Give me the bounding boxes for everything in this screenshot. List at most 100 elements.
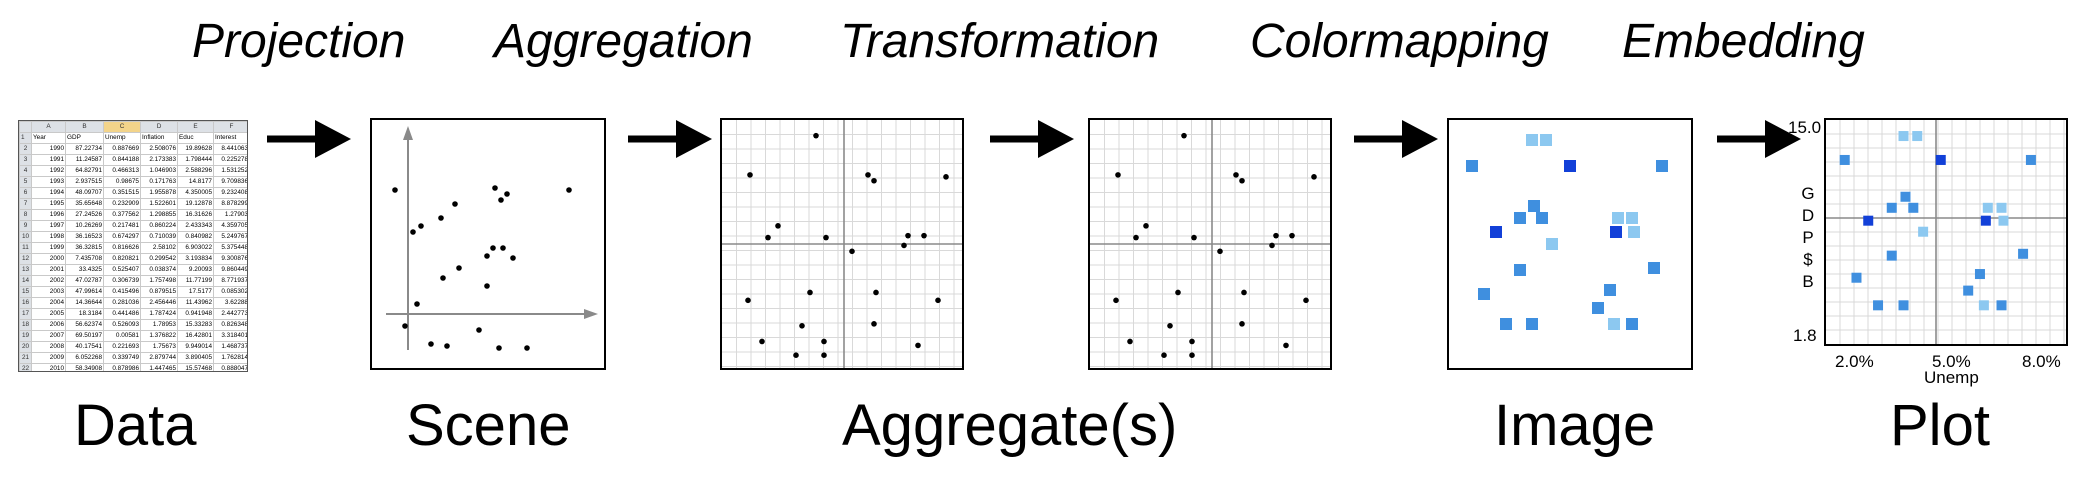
image-pixel: [1564, 160, 1576, 172]
data-cell: 15.33283: [177, 319, 214, 331]
aggregate-point: [901, 242, 907, 249]
scene-point: [456, 265, 462, 271]
data-cell: 0.816626: [103, 242, 141, 254]
data-cell: 1.522601: [140, 198, 178, 210]
plot-pixel: [1863, 215, 1874, 226]
aggregate-point: [1241, 289, 1247, 296]
data-cell: 0.351515: [103, 187, 141, 199]
scene-point: [492, 185, 498, 191]
stage-label-scene: Scene: [406, 393, 571, 458]
data-cell: 1999: [31, 242, 66, 254]
aggregate-point: [1303, 297, 1309, 304]
data-cell: 9.232408: [213, 187, 247, 199]
data-cell: 1.757498: [140, 275, 178, 287]
image-pixel: [1528, 200, 1540, 212]
spreadsheet-column-letters: A B C D E F: [19, 121, 247, 133]
stage-label-plot: Plot: [1890, 393, 1990, 458]
plot-pixel: [2018, 248, 2029, 259]
plot-pixel: [1839, 154, 1850, 165]
scene-point: [498, 197, 504, 203]
plot-pixel: [1851, 272, 1862, 283]
image-panel: [1447, 118, 1693, 370]
aggregate-point: [915, 342, 921, 349]
data-cell: 9.949014: [177, 341, 214, 353]
step-label-embedding: Embedding: [1622, 15, 1865, 68]
step-label-projection: Projection: [192, 15, 406, 68]
plot-pixel: [1918, 226, 1929, 237]
data-cell: 0.878986: [103, 363, 141, 371]
data-cell: 11.24587: [65, 154, 104, 166]
header-cell: Interest: [213, 132, 247, 144]
data-cell: 2001: [31, 264, 66, 276]
row-number: 1: [19, 132, 32, 144]
data-cell: 0.840982: [177, 231, 214, 243]
arrow-right-icon: [1354, 120, 1438, 158]
data-cell: 16.42801: [177, 330, 214, 342]
data-cell: 1.798444: [177, 154, 214, 166]
plot-y-letter: G: [1801, 184, 1815, 203]
arrow-right-icon: [267, 120, 351, 158]
image-pixel: [1536, 212, 1548, 224]
data-cell: 64.82791: [65, 165, 104, 177]
plot-pixel: [1886, 202, 1897, 213]
aggregate-point: [1175, 289, 1181, 296]
aggregate-point: [1113, 297, 1119, 304]
header-cell: Inflation: [140, 132, 178, 144]
data-cell: 1.27903: [213, 209, 247, 221]
aggregate-point: [799, 323, 805, 329]
plot-y-letter: B: [1802, 272, 1814, 291]
plot-pixel: [1980, 215, 1991, 226]
data-cell: 1.75673: [140, 341, 178, 353]
scene-point: [418, 223, 424, 229]
data-cell: 0.415496: [103, 286, 141, 298]
corner-cell: [19, 121, 32, 133]
data-cell: 4.359705: [213, 220, 247, 232]
aggregate-point: [813, 132, 819, 139]
image-pixel: [1540, 134, 1552, 146]
plot-y-axis-label: G D P $ B: [1800, 183, 1816, 293]
row-number: 6: [19, 187, 32, 199]
aggregate-point: [1167, 323, 1173, 329]
stage-label-aggregates: Aggregate(s): [842, 393, 1178, 458]
data-cell: 2006: [31, 319, 66, 331]
plot-pixel: [1996, 202, 2007, 213]
aggregate-point: [1289, 232, 1295, 239]
scene-point: [438, 215, 444, 221]
row-number: 7: [19, 198, 32, 210]
image-pixel: [1626, 318, 1638, 330]
data-cell: 0.887669: [103, 143, 141, 155]
aggregate-point: [1181, 132, 1187, 139]
column-letter: D: [140, 121, 178, 133]
data-cell: 87.22734: [65, 143, 104, 155]
aggregate-grid-1: [722, 120, 962, 368]
data-cell: 27.24526: [65, 209, 104, 221]
aggregate-point: [873, 289, 879, 296]
data-cell: 0.710039: [140, 231, 178, 243]
image-pixel: [1514, 264, 1526, 276]
plot-pixel: [1908, 202, 1919, 213]
data-cell: 10.26269: [65, 220, 104, 232]
scene-point: [452, 201, 458, 207]
image-pixel: [1608, 318, 1620, 330]
row-number: 21: [19, 352, 32, 364]
plot-y-top-label: 15.0: [1788, 118, 1822, 137]
plot-pixel: [1898, 300, 1909, 311]
data-cell: 16.31626: [177, 209, 214, 221]
header-cell: GDP: [65, 132, 104, 144]
data-cell: 1997: [31, 220, 66, 232]
data-cell: 1993: [31, 176, 66, 188]
data-cell: 7.435708: [65, 253, 104, 265]
aggregate-point: [1311, 174, 1317, 180]
plot-pixel: [1898, 131, 1909, 142]
data-cell: 15.57468: [177, 363, 214, 371]
data-cell: 2.433343: [177, 220, 214, 232]
data-cell: 2.456446: [140, 297, 178, 309]
stage-label-image: Image: [1494, 393, 1656, 458]
aggregate-point: [793, 352, 799, 358]
